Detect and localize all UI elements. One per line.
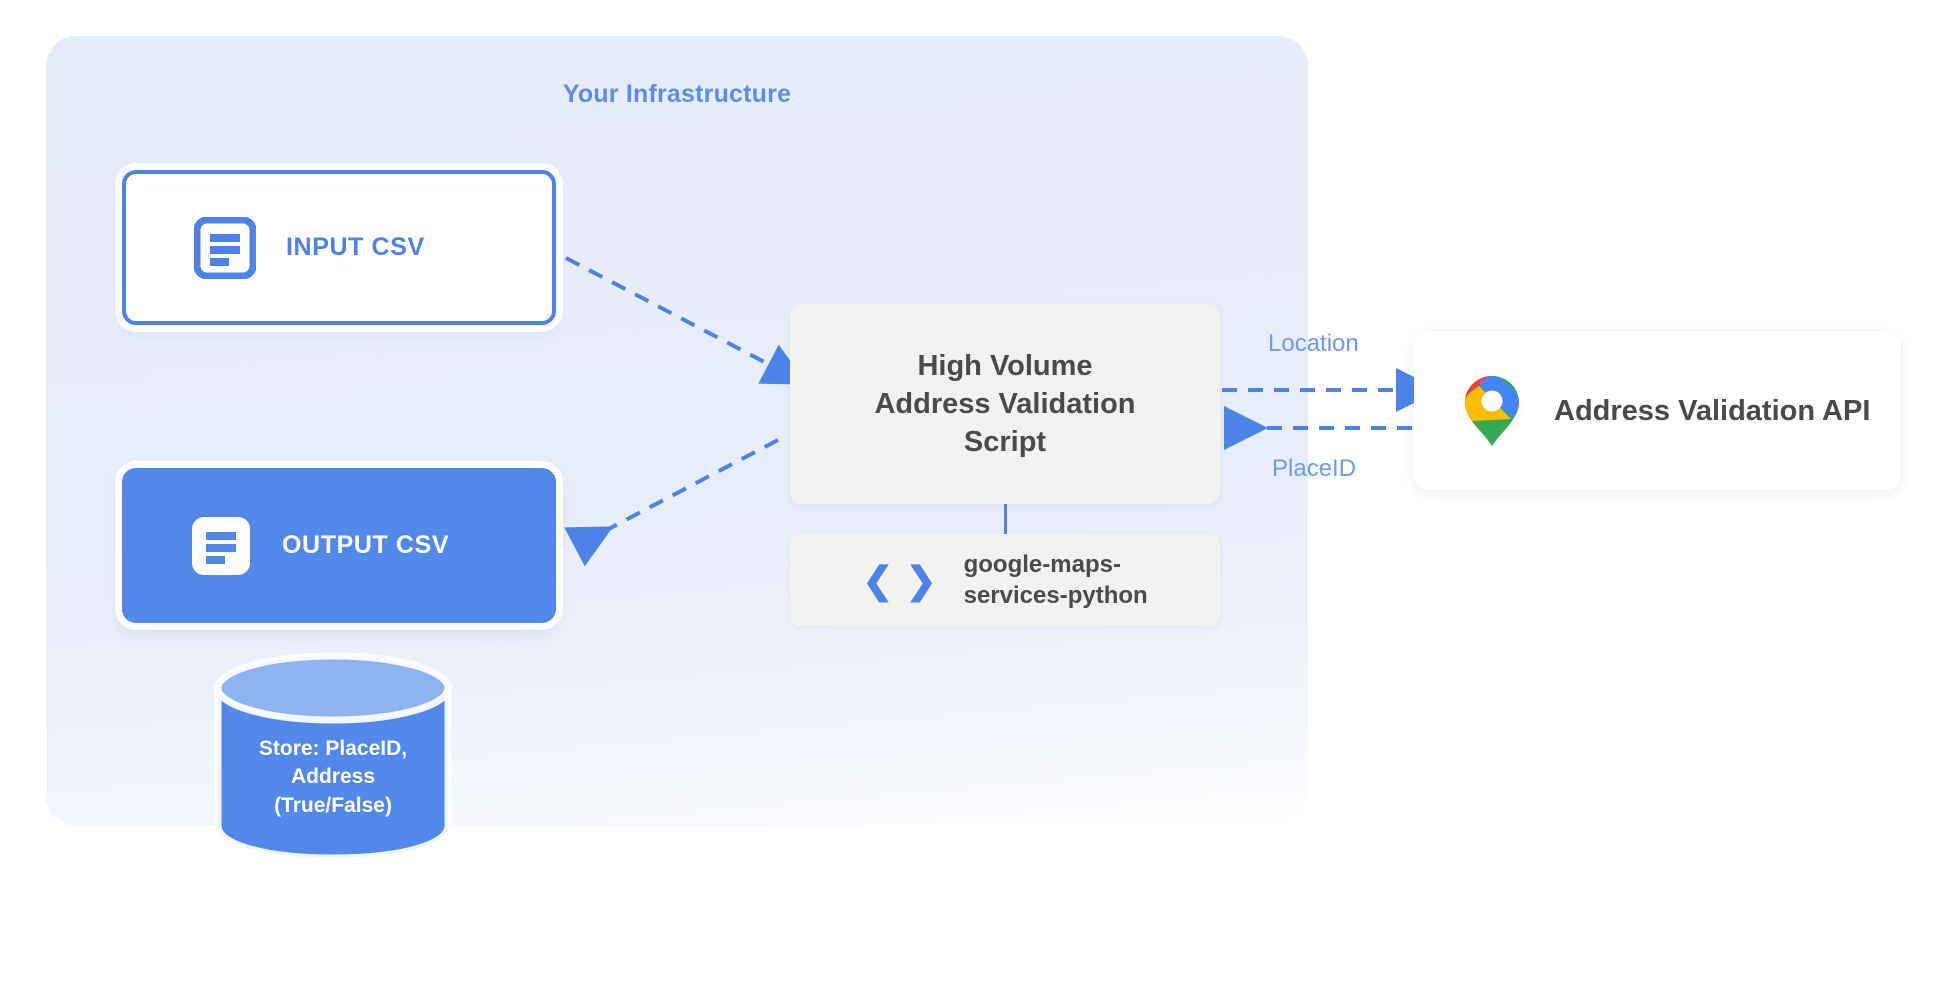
document-icon: [194, 216, 256, 279]
script-node[interactable]: High Volume Address Validation Script: [790, 304, 1220, 504]
library-node[interactable]: ❮ ❯ google-maps- services-python: [790, 534, 1220, 626]
code-icon: ❮ ❯: [862, 559, 938, 601]
api-label: Address Validation API: [1554, 394, 1871, 427]
edge-label-location: Location: [1268, 330, 1359, 357]
output-csv-node[interactable]: OUTPUT CSV: [122, 468, 556, 623]
document-icon: [192, 516, 250, 575]
input-csv-label: INPUT CSV: [286, 233, 425, 261]
input-csv-node[interactable]: INPUT CSV: [122, 170, 556, 325]
address-validation-api-node[interactable]: Address Validation API: [1414, 332, 1900, 490]
google-maps-pin-icon: [1465, 376, 1519, 446]
script-library-connector: [1004, 504, 1007, 535]
database-node[interactable]: [210, 648, 456, 866]
output-csv-label: OUTPUT CSV: [282, 531, 450, 559]
script-label: High Volume Address Validation Script: [874, 349, 1136, 459]
panel-title: Your Infrastructure: [562, 80, 792, 108]
edge-label-placeid: PlaceID: [1272, 455, 1357, 482]
library-label: google-maps- services-python: [963, 550, 1148, 609]
